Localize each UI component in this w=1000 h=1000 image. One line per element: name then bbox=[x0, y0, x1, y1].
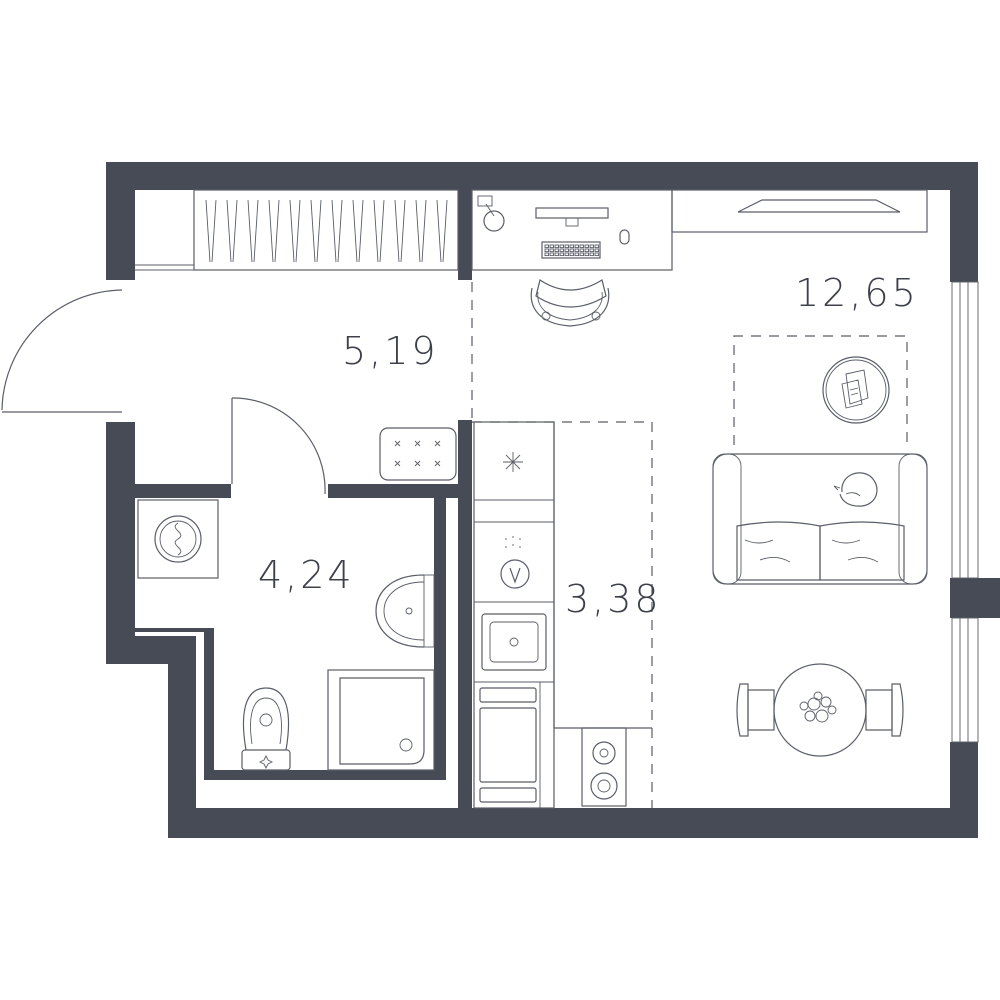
wardrobe-icon bbox=[135, 189, 459, 271]
round-coffee-table-icon bbox=[822, 356, 890, 424]
kitchen-sink-icon bbox=[500, 536, 530, 589]
washbasin-icon bbox=[375, 574, 435, 648]
office-chair-icon bbox=[530, 279, 610, 327]
dining-chair-icon bbox=[736, 683, 775, 737]
living-room-area-label: 12,65 bbox=[795, 271, 919, 315]
mouse-icon bbox=[619, 229, 630, 245]
room-area-labels: 5,19 4,24 3,38 12,65 bbox=[258, 271, 919, 621]
cat-icon bbox=[833, 472, 878, 507]
fridge-icon bbox=[503, 452, 523, 472]
hob-icon bbox=[581, 727, 627, 807]
tv-icon bbox=[671, 189, 928, 233]
kitchen-sink-icon bbox=[481, 613, 547, 671]
kitchen-area-label: 3,38 bbox=[565, 577, 662, 621]
bathroom-door-icon bbox=[231, 397, 326, 495]
shoe-mat-icon bbox=[379, 427, 457, 481]
kitchen-counter bbox=[473, 421, 652, 809]
shower-tray-icon bbox=[327, 669, 435, 771]
oven-icon bbox=[479, 687, 537, 803]
desk-lamp-icon bbox=[477, 195, 505, 232]
keyboard-icon bbox=[541, 241, 601, 259]
washing-machine-icon bbox=[137, 499, 219, 579]
zone-dividers bbox=[471, 282, 653, 808]
rug-icon bbox=[733, 335, 908, 445]
toilet-icon bbox=[241, 687, 291, 771]
window-icon bbox=[951, 281, 979, 743]
walls bbox=[106, 162, 1000, 838]
sofa-icon bbox=[712, 453, 928, 585]
bathroom-area-label: 4,24 bbox=[258, 553, 355, 597]
dining-chair-icon bbox=[865, 683, 904, 737]
monitor-icon bbox=[535, 207, 609, 227]
hallway-area-label: 5,19 bbox=[342, 329, 439, 373]
dining-table-icon bbox=[773, 663, 867, 757]
entrance-door-icon bbox=[1, 289, 123, 413]
